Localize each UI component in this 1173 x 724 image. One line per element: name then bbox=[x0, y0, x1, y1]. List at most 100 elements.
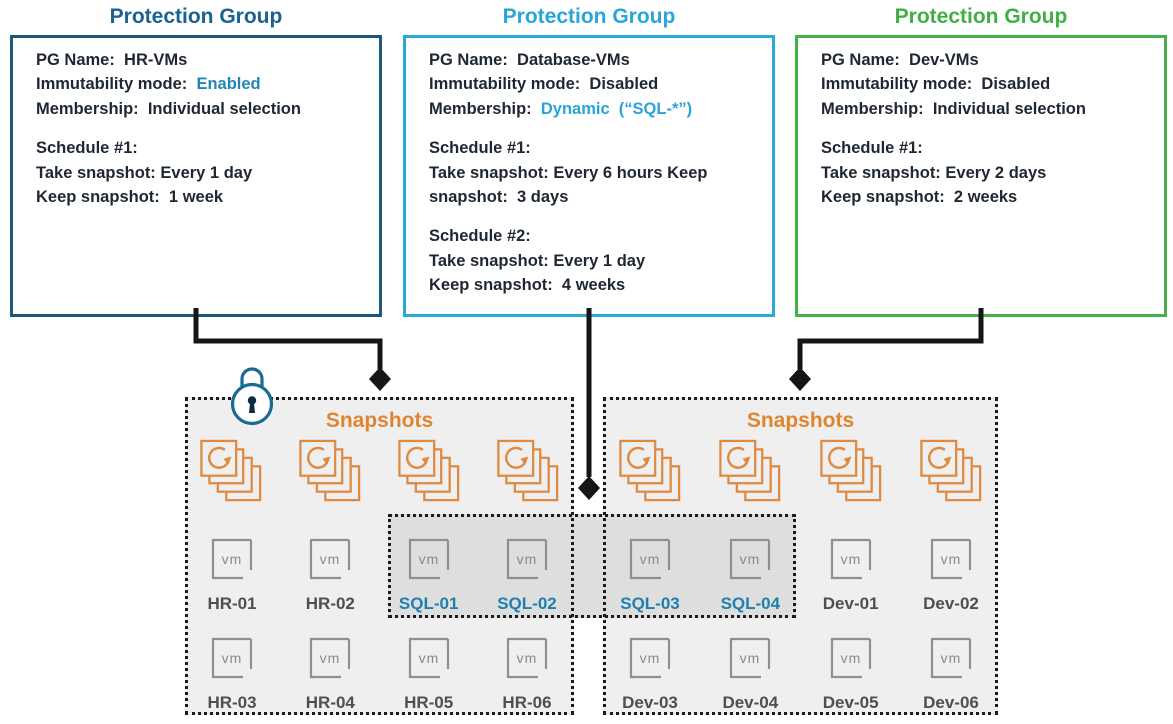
vm-label: Dev-02 bbox=[923, 594, 979, 613]
snapshot-stack bbox=[299, 439, 361, 503]
snapshot-stack bbox=[920, 439, 982, 503]
pg-detail-text: Take snapshot: Every 1 day bbox=[36, 163, 253, 182]
vm-label: SQL-04 bbox=[720, 594, 781, 613]
pg-detail-text: PG Name: Dev-VMs bbox=[821, 51, 979, 69]
vm-icon: vm bbox=[408, 538, 449, 580]
snapshot-stack bbox=[398, 439, 460, 503]
pg-detail-text: snapshot: 3 days bbox=[429, 188, 569, 207]
vm-icon-wrap: vm bbox=[302, 630, 358, 691]
vm-icon-wrap: vm bbox=[204, 531, 260, 592]
pg-detail-line: Take snapshot: Every 1 day bbox=[36, 161, 367, 185]
spacer bbox=[36, 121, 367, 136]
vm-label: Dev-04 bbox=[722, 693, 779, 712]
vm-icon-wrap: vm bbox=[923, 531, 979, 592]
vm-icon: vm bbox=[310, 637, 351, 679]
vm-icon: vm bbox=[408, 637, 449, 679]
vm-label: SQL-02 bbox=[497, 594, 557, 613]
svg-text:vm: vm bbox=[740, 551, 761, 567]
vm-label: Dev-05 bbox=[822, 693, 879, 712]
diamond-connector-icon bbox=[578, 476, 600, 500]
protection-group-title: Protection Group bbox=[894, 5, 1068, 28]
vm-icon-wrap: vm bbox=[499, 630, 555, 691]
pg-detail-text: Enabled bbox=[196, 75, 261, 94]
vm-icon-wrap: vm bbox=[622, 630, 678, 691]
pg-detail-line: Keep snapshot: 1 week bbox=[36, 185, 367, 209]
vm-icon: vm bbox=[629, 538, 671, 580]
vm-icon-wrap: vm bbox=[499, 531, 555, 592]
protection-group-title: Protection Group bbox=[502, 5, 676, 28]
vm-icon: vm bbox=[830, 538, 871, 580]
vm-label: HR-01 bbox=[207, 594, 257, 613]
svg-text:vm: vm bbox=[840, 551, 861, 567]
pg-detail-text: Take snapshot: Every 1 day bbox=[429, 251, 646, 270]
snapshot-icons-row bbox=[603, 439, 998, 503]
vm-icon-wrap: vm bbox=[722, 531, 778, 592]
snapshot-stack-icon bbox=[819, 439, 881, 502]
vm-label: HR-04 bbox=[305, 693, 355, 712]
pg-detail-line: Membership: Individual selection bbox=[821, 97, 1152, 121]
vm-icon: vm bbox=[211, 637, 253, 679]
diamond-connector-icon bbox=[789, 367, 811, 391]
snapshot-stack bbox=[719, 439, 781, 503]
snapshot-stack bbox=[497, 439, 559, 503]
vm-label: Dev-06 bbox=[923, 693, 979, 712]
pg-detail-text: Schedule #1: bbox=[821, 139, 923, 158]
snapshots-title: Snapshots bbox=[325, 409, 434, 432]
pg-detail-text: Take snapshot: Every 6 hours Keep bbox=[429, 163, 708, 182]
pg-detail-text: Schedule #1: bbox=[36, 139, 138, 158]
pg-detail-text: PG Name: Database-VMs bbox=[429, 51, 630, 69]
vm-icon: vm bbox=[310, 538, 351, 580]
vm-icon: vm bbox=[930, 637, 972, 679]
vm-icon: vm bbox=[730, 637, 771, 679]
dynamic-selection-box bbox=[388, 514, 796, 618]
pg-detail-text: Schedule #2: bbox=[429, 227, 531, 246]
pg-detail-text: Membership: Individual selection bbox=[36, 99, 301, 118]
vm-label: HR-06 bbox=[502, 693, 552, 712]
svg-text:vm: vm bbox=[418, 551, 439, 567]
vm-label: HR-03 bbox=[207, 693, 257, 712]
vm-icon: vm bbox=[506, 538, 548, 580]
pg-detail-text: Immutability mode: Disabled bbox=[821, 75, 1051, 94]
pg-detail-line: Membership: Dynamic (“SQL-*”) bbox=[429, 97, 760, 121]
vm-icon-wrap: vm bbox=[622, 531, 678, 592]
diamond-connector-icon bbox=[369, 367, 391, 391]
spacer bbox=[429, 209, 760, 224]
vm-label: Dev-03 bbox=[622, 693, 678, 712]
pg-detail-text: Immutability mode: bbox=[36, 75, 197, 94]
pg-detail-line: Immutability mode: Disabled bbox=[821, 72, 1152, 96]
svg-text:vm: vm bbox=[320, 551, 341, 567]
svg-text:vm: vm bbox=[517, 551, 538, 567]
vm-label: HR-05 bbox=[404, 693, 454, 712]
vm-icon: vm bbox=[830, 637, 871, 679]
pg-detail-line: PG Name: Database-VMs bbox=[429, 48, 760, 72]
vm-label: SQL-01 bbox=[398, 594, 459, 613]
spacer bbox=[821, 121, 1152, 136]
vm-icon: vm bbox=[506, 637, 548, 679]
vm-icon: vm bbox=[930, 538, 972, 580]
pg-detail-line: Immutability mode: Enabled bbox=[36, 72, 367, 96]
pg-detail-text: Keep snapshot: 1 week bbox=[36, 188, 224, 207]
pg-detail-line: PG Name: HR-VMs bbox=[36, 48, 367, 72]
pg-detail-line: Schedule #1: bbox=[821, 136, 1152, 160]
vm-icon-wrap: vm bbox=[923, 630, 979, 691]
